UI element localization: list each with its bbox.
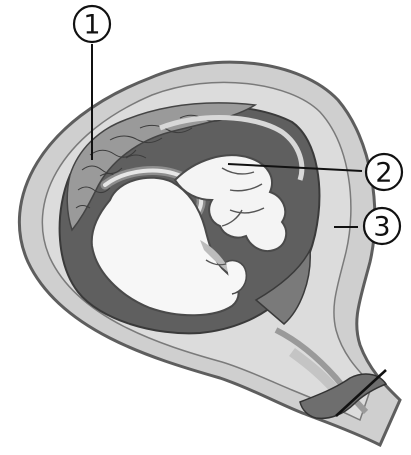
callout-1-text: 1 (83, 10, 100, 41)
callout-2: 2 (366, 154, 402, 190)
callout-3-text: 3 (373, 212, 390, 243)
callout-2-text: 2 (375, 158, 392, 189)
callout-1: 1 (74, 6, 110, 42)
callout-3: 3 (364, 208, 400, 244)
